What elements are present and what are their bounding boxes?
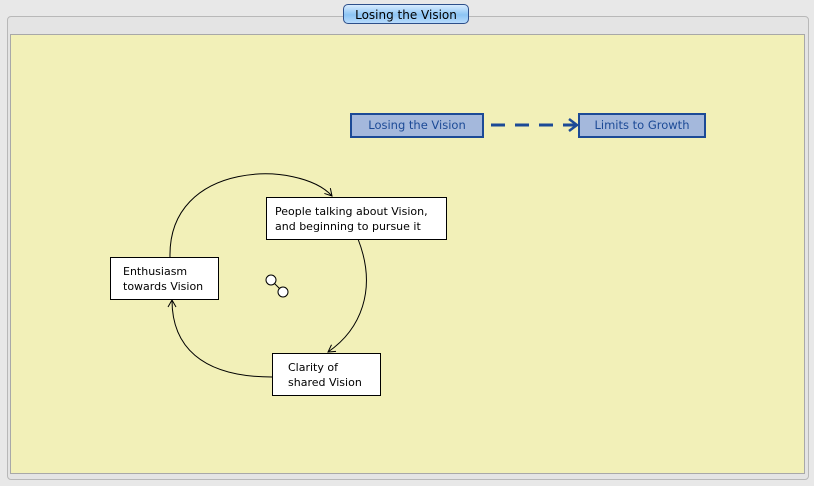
reference-limits-to-growth[interactable]: Limits to Growth	[578, 113, 706, 138]
link-clarity-to-enthusiasm[interactable]	[167, 298, 273, 378]
node-enthusiasm[interactable]: Enthusiasm towards Vision	[110, 257, 219, 300]
reinforcing-loop-icon[interactable]	[265, 274, 289, 298]
link-people-to-clarity[interactable]	[327, 238, 367, 353]
node-clarity[interactable]: Clarity of shared Vision	[272, 353, 381, 396]
reference-losing-the-vision[interactable]: Losing the Vision	[350, 113, 484, 138]
link-enthusiasm-to-people[interactable]	[169, 173, 333, 258]
node-people-talking[interactable]: People talking about Vision, and beginni…	[266, 197, 447, 240]
diagram-canvas[interactable]	[10, 34, 805, 474]
tab-losing-the-vision[interactable]: Losing the Vision	[343, 4, 469, 24]
